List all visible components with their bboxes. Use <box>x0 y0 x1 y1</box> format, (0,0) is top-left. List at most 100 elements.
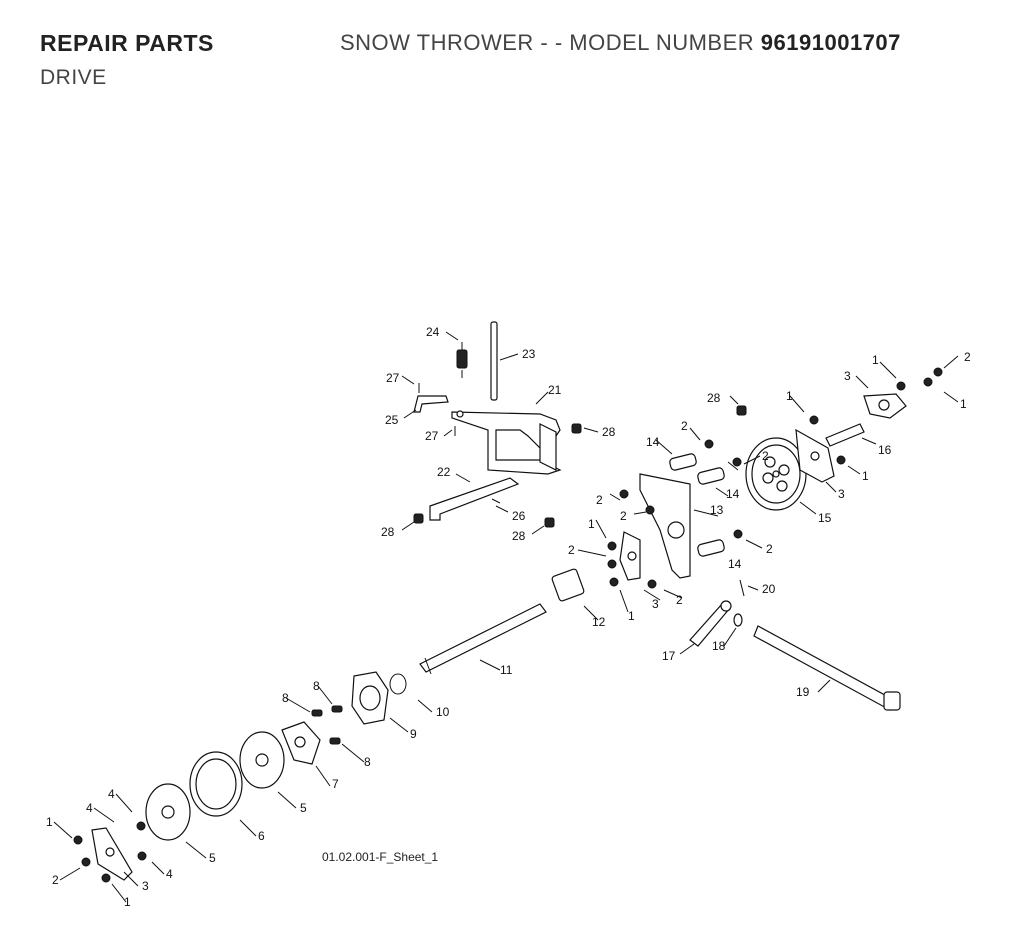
callout-label: 28 <box>512 529 526 543</box>
model-number: 96191001707 <box>760 30 901 55</box>
callout-label: 1 <box>862 469 869 483</box>
callout-label: 13 <box>710 503 724 517</box>
callout-label: 1 <box>46 815 53 829</box>
pinion-12 <box>551 568 585 602</box>
callout-label: 5 <box>300 801 307 815</box>
pulley-5-lower <box>145 783 191 841</box>
product-prefix: SNOW THROWER - - MODEL NUMBER <box>340 30 755 55</box>
callout-label: 2 <box>762 449 769 463</box>
cross-shaft-19 <box>753 625 901 711</box>
callout-label: 15 <box>818 511 832 525</box>
callout-label: 26 <box>512 509 526 523</box>
callout-label: 2 <box>568 543 575 557</box>
callout-label: 23 <box>522 347 536 361</box>
bolts-8 <box>311 705 343 745</box>
callout-label: 28 <box>707 391 721 405</box>
hardware-nuts <box>73 367 943 883</box>
callout-label: 14 <box>726 487 740 501</box>
callout-label: 14 <box>646 435 660 449</box>
axle-16 <box>825 423 865 447</box>
callout-labels: 24 23 21 27 25 27 28 22 26 28 28 28 1 2 … <box>46 325 971 909</box>
callout-label: 5 <box>209 851 216 865</box>
bearing-flange-mid <box>619 531 641 581</box>
callout-label: 3 <box>142 879 149 893</box>
callout-label: 21 <box>548 383 562 397</box>
callout-label: 9 <box>410 727 417 741</box>
gear-plate-part <box>639 473 691 579</box>
shift-rod-part <box>490 321 498 401</box>
callout-label: 3 <box>652 597 659 611</box>
callout-label: 8 <box>364 755 371 769</box>
callout-label: 2 <box>596 493 603 507</box>
bolt-28c <box>544 517 555 528</box>
pulley-5-upper <box>239 731 285 789</box>
callout-label: 1 <box>872 353 879 367</box>
bolt-28a <box>571 423 582 434</box>
shift-bracket-part <box>451 410 562 475</box>
callout-label: 2 <box>681 419 688 433</box>
callout-label: 12 <box>592 615 606 629</box>
callout-label: 28 <box>381 525 395 539</box>
bearing-housing-9 <box>351 671 389 725</box>
hub-7 <box>281 721 321 765</box>
callout-label: 2 <box>766 542 773 556</box>
shift-arm-part <box>429 477 520 521</box>
callout-label: 4 <box>108 787 115 801</box>
callout-label: 1 <box>628 609 635 623</box>
callout-label: 4 <box>166 867 173 881</box>
callout-label: 2 <box>964 350 971 364</box>
callout-label: 25 <box>385 413 399 427</box>
callout-label: 8 <box>282 691 289 705</box>
bearing-flange-right <box>795 428 835 483</box>
callout-label: 3 <box>838 487 845 501</box>
callout-label: 17 <box>662 649 676 663</box>
callout-label: 1 <box>124 895 131 909</box>
bolt-28d <box>736 405 747 416</box>
callout-label: 2 <box>620 509 627 523</box>
callout-label: 2 <box>52 873 59 887</box>
callout-label: 18 <box>712 639 726 653</box>
callout-label: 16 <box>878 443 892 457</box>
pin-20 <box>739 579 745 597</box>
callout-label: 8 <box>313 679 320 693</box>
callout-label: 3 <box>844 369 851 383</box>
callout-label: 22 <box>437 465 451 479</box>
pin-27 <box>418 383 456 436</box>
spacer-14c <box>697 539 725 557</box>
subsection-title: DRIVE <box>40 66 107 89</box>
spacer-14a <box>669 453 697 471</box>
shift-link-part <box>413 395 449 413</box>
callout-label: 1 <box>588 517 595 531</box>
callout-label: 7 <box>332 777 339 791</box>
bolt-28b <box>413 513 424 524</box>
callout-label: 24 <box>426 325 440 339</box>
washer-18 <box>733 613 743 627</box>
callout-label: 1 <box>786 389 793 403</box>
callout-label: 20 <box>762 582 776 596</box>
leader-lines <box>53 331 959 903</box>
callout-label: 4 <box>86 801 93 815</box>
spring-part <box>456 342 468 378</box>
callout-label: 28 <box>602 425 616 439</box>
gear-part <box>745 437 807 511</box>
callout-label: 1 <box>960 397 967 411</box>
drive-shaft-11 <box>419 603 547 675</box>
callout-label: 11 <box>500 663 513 677</box>
lever-17 <box>689 600 732 647</box>
callout-label: 19 <box>796 685 810 699</box>
callout-label: 27 <box>386 371 400 385</box>
bearing-flange-top <box>863 393 907 419</box>
pin-26 <box>491 498 501 504</box>
spacer-14b <box>697 467 725 485</box>
sheet-id: 01.02.001-F_Sheet_1 <box>322 850 438 864</box>
callout-label: 14 <box>728 557 742 571</box>
callout-label: 27 <box>425 429 439 443</box>
bearing-flange-left <box>91 827 133 881</box>
callout-label: 2 <box>676 593 683 607</box>
friction-ring-6 <box>189 751 243 817</box>
snap-ring-10 <box>389 673 407 695</box>
callout-label: 10 <box>436 705 450 719</box>
callout-label: 6 <box>258 829 265 843</box>
section-title: REPAIR PARTS <box>40 30 214 56</box>
